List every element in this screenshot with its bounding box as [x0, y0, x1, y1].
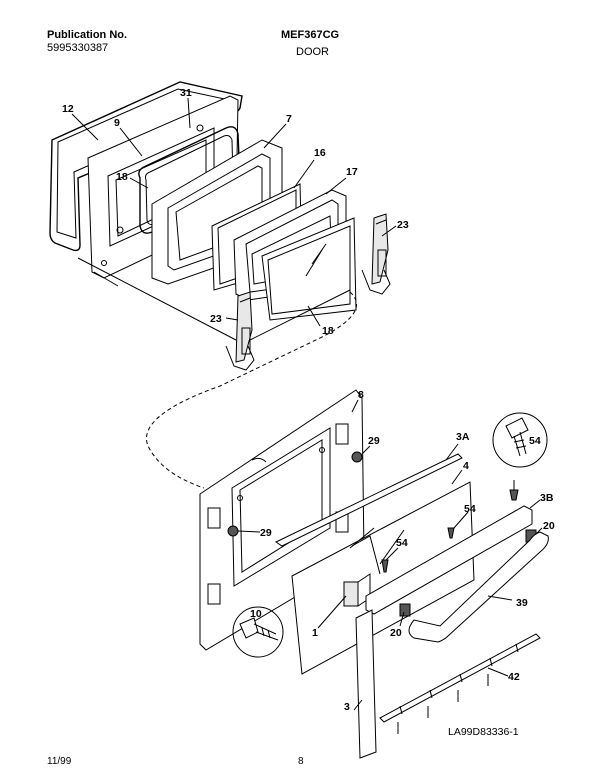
footer-page-number: 8 [298, 756, 304, 767]
callout-3A: 3A [456, 431, 470, 443]
callout-18-lower: 18 [322, 325, 334, 337]
callout-9: 9 [114, 117, 120, 129]
callout-31: 31 [180, 87, 192, 99]
model-number: MEF367CG [281, 29, 340, 41]
callout-20-lower: 20 [390, 627, 402, 639]
publication-label: Publication No. [47, 29, 128, 41]
callout-3: 3 [344, 701, 350, 713]
callout-20-right: 20 [543, 520, 555, 532]
callout-17: 17 [346, 166, 358, 178]
callout-12: 12 [62, 103, 74, 115]
callout-8: 8 [358, 389, 364, 401]
callout-29-upper: 29 [368, 435, 380, 447]
door-bumper-lower [227, 525, 239, 537]
diagram-code: LA99D83336-1 [448, 726, 519, 738]
callout-4: 4 [463, 460, 469, 472]
glass-retainer-bracket [343, 535, 381, 607]
callout-39: 39 [516, 597, 528, 609]
door-hinge-left [225, 291, 255, 371]
outer-glass-panel [261, 217, 357, 321]
handle-trim-channel [365, 505, 537, 617]
callout-1: 1 [312, 627, 318, 639]
callout-54-detail: 54 [529, 435, 541, 447]
bottom-trim-screws [397, 674, 489, 734]
callout-42: 42 [508, 671, 520, 683]
callout-10: 10 [250, 608, 262, 620]
screw-54-top [509, 480, 519, 501]
callout-29-lower: 29 [260, 527, 272, 539]
door-side-trim [355, 609, 377, 759]
callout-7: 7 [286, 113, 292, 125]
door-bumper-upper [351, 451, 363, 463]
callout-54-low: 54 [396, 537, 408, 549]
screw-54-detail [492, 412, 548, 468]
callout-23-right: 23 [397, 219, 409, 231]
door-bottom-trim [379, 633, 541, 723]
callout-16: 16 [314, 147, 326, 159]
callout-3B: 3B [540, 492, 554, 504]
screw-10-detail [232, 606, 284, 658]
footer-date: 11/99 [47, 756, 72, 767]
door-hinge-right [361, 213, 391, 295]
door-gasket [49, 81, 243, 252]
callout-54-mid: 54 [464, 503, 476, 515]
section-title: DOOR [296, 46, 329, 58]
publication-number: 5995330387 [47, 42, 109, 54]
door-handle [408, 531, 549, 643]
callout-23-left: 23 [210, 313, 222, 325]
screw-54-mid [447, 527, 455, 539]
door-top-trim [274, 453, 463, 547]
outer-door-panel [199, 389, 365, 651]
callout-18-upper: 18 [116, 171, 128, 183]
